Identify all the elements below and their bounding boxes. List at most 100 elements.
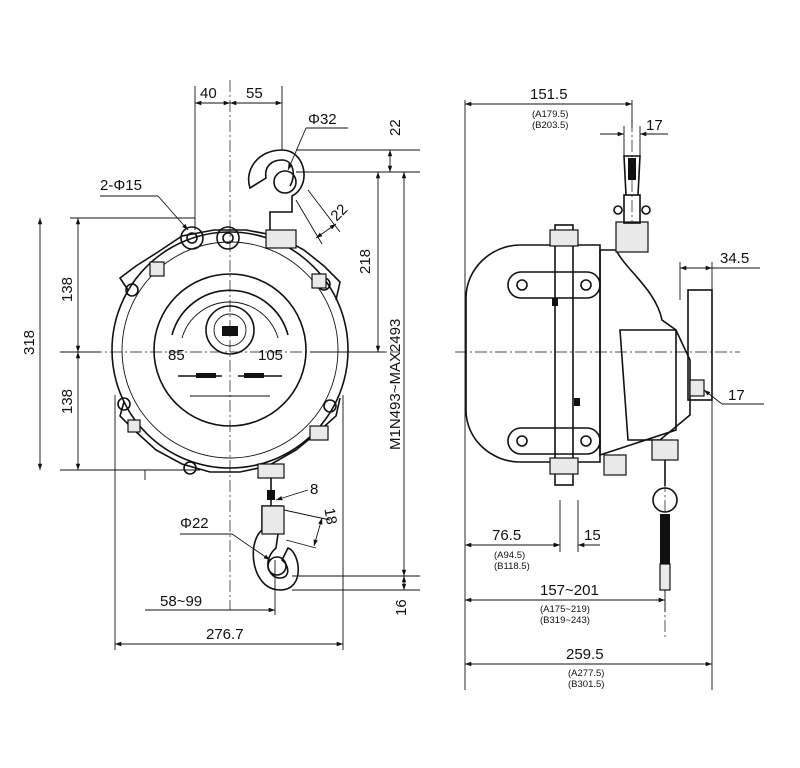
leader-8 <box>275 489 309 501</box>
dim-label-range: M1N493~MAX2493 <box>387 319 404 450</box>
side-top-hook-pin <box>628 158 636 180</box>
dim-label-138-upper: 138 <box>59 277 76 302</box>
side-bottom-hook-shank <box>660 514 670 564</box>
dim-label-76-5-b: (B118.5) <box>494 561 530 572</box>
side-extension-lines <box>464 100 713 690</box>
dim-label-157-201: 157~201 <box>540 582 599 599</box>
side-mount-plate <box>687 289 713 401</box>
dim-label-157-201-b: (B319~243) <box>540 615 590 626</box>
dim-label-58-99: 58~99 <box>160 593 202 610</box>
dial-scale-arc <box>171 289 289 336</box>
dim-label-17-top: 17 <box>646 117 663 134</box>
dim-label-2phi15: 2-Φ15 <box>100 177 142 194</box>
front-extension-lines <box>60 86 420 650</box>
side-housing-cover <box>599 249 677 457</box>
side-bracket-hole-br <box>580 435 592 447</box>
dim-label-259-5: 259.5 <box>566 646 604 663</box>
side-bracket-hole-tr <box>580 279 592 291</box>
side-bracket-clamp-top <box>549 229 579 247</box>
dim-label-318: 318 <box>21 330 38 355</box>
housing-boss-left <box>149 261 165 277</box>
dim-label-phi22: Φ22 <box>180 515 209 532</box>
side-top-hook-link <box>623 194 641 224</box>
bottom-hook-block <box>261 505 285 535</box>
dim-label-218: 218 <box>357 249 374 274</box>
dim-label-34-5: 34.5 <box>720 250 749 267</box>
dim-label-17-right: 17 <box>728 387 745 404</box>
dim-label-phi32: Φ32 <box>308 111 337 128</box>
dim-label-151-5-b: (B203.5) <box>532 120 568 131</box>
side-housing-drum <box>465 244 601 463</box>
housing-bolt-bl <box>117 397 131 411</box>
housing-bolt-br <box>323 399 337 413</box>
leader-17-right-arrow <box>703 389 723 405</box>
mount-lug-hole-right <box>222 232 234 244</box>
top-hook-swivel <box>265 229 297 249</box>
dim-label-22-top: 22 <box>387 119 404 136</box>
housing-boss-bl <box>127 419 141 433</box>
side-top-hook-bolt-r <box>641 205 651 215</box>
side-flange <box>689 379 705 397</box>
dial-hub-inner <box>213 313 247 347</box>
side-bracket-mark-2 <box>574 398 580 406</box>
dial-hub <box>205 305 255 355</box>
leader-phi22-arrow <box>231 533 271 561</box>
scale-label-105: 105 <box>258 347 283 364</box>
side-bracket-hole-bl <box>516 435 528 447</box>
dim-label-157-201-a: (A175~219) <box>540 604 590 615</box>
bottom-hook-eye <box>267 556 287 576</box>
housing-bolt-tl <box>125 283 139 297</box>
side-bracket-top <box>507 271 601 299</box>
side-bracket-hole-tl <box>516 279 528 291</box>
dial-marker-right <box>244 373 264 378</box>
dim-label-151-5: 151.5 <box>530 86 568 103</box>
side-center-shaft <box>554 224 574 486</box>
dim-label-76-5: 76.5 <box>492 527 521 544</box>
side-bottom-hook-ring <box>652 487 678 513</box>
dim-label-8: 8 <box>310 481 318 498</box>
side-bracket-mark-1 <box>552 298 558 306</box>
dial-scale-arc-inner <box>181 301 279 339</box>
side-top-hook <box>623 155 641 196</box>
side-cable-exit <box>651 439 679 461</box>
dim-label-259-5-b: (B301.5) <box>568 679 604 690</box>
side-foot <box>603 454 627 476</box>
dial-marker-left <box>196 373 216 378</box>
housing-bolt-b <box>183 461 197 475</box>
top-hook <box>247 149 305 230</box>
dial-hub-center <box>222 326 238 336</box>
side-bottom-hook-end <box>659 563 671 591</box>
side-top-hook-swivel <box>615 221 649 253</box>
mount-lug-right <box>216 226 240 250</box>
housing-boss-right <box>311 273 327 289</box>
dim-label-276-7: 276.7 <box>206 626 244 643</box>
side-view: 151.5 (A179.5) (B203.5) 17 34.5 17 76.5 … <box>455 86 764 690</box>
side-bracket-clamp-bottom <box>549 457 579 475</box>
dim-label-40: 40 <box>200 85 217 102</box>
side-bracket-bottom <box>507 427 601 455</box>
leader-2phi15-arrow <box>157 195 189 231</box>
dim-label-15: 15 <box>584 527 601 544</box>
dim-line-18-c <box>313 517 323 547</box>
dim-line-22-hook-c <box>315 223 337 239</box>
dim-line-22-hook-b <box>295 199 323 245</box>
cable-exit <box>257 463 285 479</box>
dim-label-259-5-a: (A277.5) <box>568 668 604 679</box>
front-view: 85 105 40 55 Φ32 22 22 2-Φ15 <box>21 80 420 650</box>
side-top-hook-bolt <box>613 205 623 215</box>
dim-label-55: 55 <box>246 85 263 102</box>
dim-line-18-b <box>285 539 317 549</box>
dim-label-22-hook: 22 <box>327 201 351 225</box>
leader-phi32-arrow <box>287 127 307 171</box>
dim-label-16: 16 <box>393 599 410 616</box>
cable-stopper <box>267 490 275 500</box>
top-hook-eye <box>273 170 297 194</box>
housing-outer-circle <box>111 231 349 469</box>
side-cable-housing <box>619 329 691 441</box>
housing-boss-br <box>309 425 329 441</box>
dial-ring <box>153 273 307 427</box>
dim-label-76-5-a: (A94.5) <box>494 550 525 561</box>
dim-label-151-5-a: (A179.5) <box>532 109 568 120</box>
scale-label-85: 85 <box>168 347 185 364</box>
